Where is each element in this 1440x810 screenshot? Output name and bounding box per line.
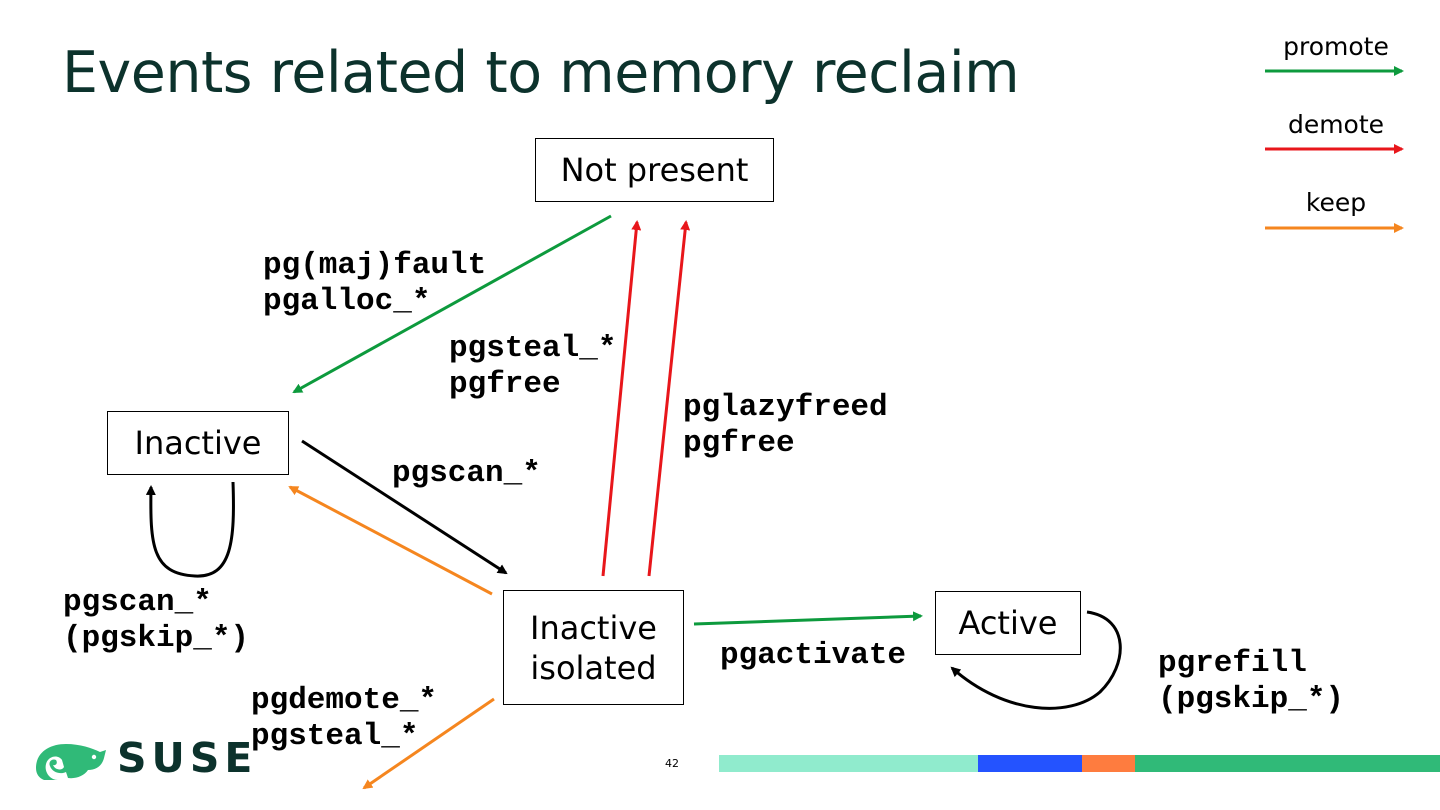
page-number: 42 [665, 757, 679, 770]
label-activate-line1: pgactivate [720, 638, 907, 673]
label-steal-line2: pgfree [449, 367, 561, 402]
label-steal-line1: pgsteal_* [449, 331, 617, 366]
arrow-activate [693, 611, 923, 626]
label-activate: pgactivate [720, 638, 906, 674]
state-inactive-isolated-line2: isolated [530, 648, 657, 687]
state-active-label: Active [958, 604, 1058, 642]
slide-title: Events related to memory reclaim [62, 40, 1020, 106]
footer-bar-green [1135, 755, 1440, 772]
label-demote-steal-line1: pgdemote_* [251, 683, 438, 718]
label-demote-steal: pgdemote_*pgsteal_* [251, 683, 437, 755]
arrow-scan [301, 439, 508, 575]
state-inactive-label: Inactive [134, 424, 262, 462]
arrow-scan-loop [145, 481, 235, 578]
label-scan-line1: pgscan_* [392, 456, 541, 491]
label-lazyfree-line1: pglazyfreed [683, 390, 888, 425]
legend-demote-label: demote [1287, 110, 1385, 139]
legend-promote-label: promote [1283, 32, 1389, 61]
state-inactive: Inactive [107, 411, 289, 475]
arrow-demote-out [362, 697, 495, 790]
state-inactive-isolated-line1: Inactive [530, 608, 657, 647]
label-lazyfree-line2: pgfree [683, 426, 795, 461]
label-demote-steal-line2: pgsteal_* [251, 719, 419, 754]
label-scan-loop: pgscan_*(pgskip_*) [63, 585, 249, 657]
label-refill: pgrefill(pgskip_*) [1158, 646, 1344, 718]
arrow-steal [601, 220, 642, 577]
footer-bar-mint [719, 755, 978, 772]
label-scan: pgscan_* [392, 456, 541, 492]
label-fault-line1: pg(maj)fault [263, 248, 487, 283]
legend-keep-label: keep [1305, 188, 1367, 217]
arrow-lazyfree [647, 220, 691, 577]
state-active: Active [935, 591, 1081, 655]
arrow-fault [292, 214, 612, 394]
suse-logo-text: SUSE [117, 734, 258, 782]
suse-chameleon-icon [36, 744, 106, 780]
label-scan-loop-line1: pgscan_* [63, 585, 212, 620]
state-not-present-label: Not present [560, 151, 749, 189]
label-steal: pgsteal_*pgfree [449, 331, 616, 403]
label-fault-line2: pgalloc_* [263, 284, 431, 319]
footer-bar-orange [1082, 755, 1135, 772]
footer-bar-blue [978, 755, 1082, 772]
label-scan-loop-line2: (pgskip_*) [63, 621, 250, 656]
label-refill-line1: pgrefill [1158, 646, 1307, 681]
state-not-present: Not present [535, 138, 774, 202]
arrow-refill [950, 610, 1122, 710]
arrow-putback [288, 485, 493, 596]
state-inactive-isolated: Inactive isolated [503, 590, 684, 705]
label-refill-line2: (pgskip_*) [1158, 682, 1345, 717]
